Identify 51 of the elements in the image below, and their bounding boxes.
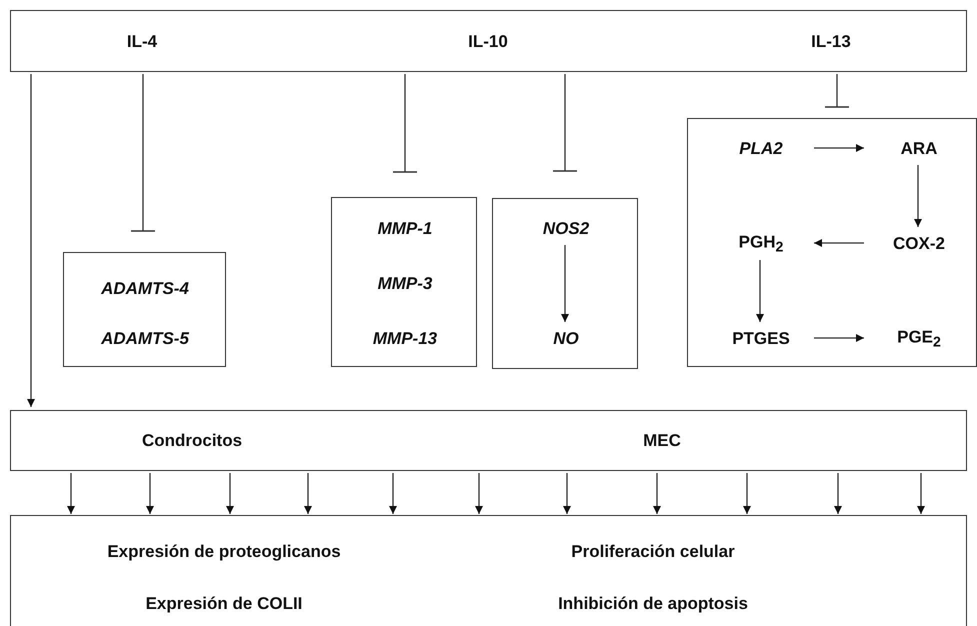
inhibition-line: [824, 74, 850, 108]
node-text: MMP-1: [378, 219, 432, 239]
arrow: [756, 260, 764, 322]
arrow: [917, 473, 925, 514]
node-text: COX-2: [893, 234, 945, 254]
node-text: ADAMTS-5: [101, 329, 189, 349]
arrow: [67, 473, 75, 514]
arrow: [563, 473, 571, 514]
process-box: [331, 197, 477, 367]
node-text: MMP-3: [378, 274, 432, 294]
arrow: [814, 239, 864, 247]
inhibition-line: [130, 74, 156, 232]
process-box: [687, 118, 977, 367]
arrow: [814, 144, 864, 152]
process-box: [10, 10, 967, 72]
node-text: NO: [553, 329, 579, 349]
node-text: ADAMTS-4: [101, 279, 189, 299]
arrow: [653, 473, 661, 514]
arrow: [226, 473, 234, 514]
arrow: [561, 245, 569, 322]
node-text: IL-10: [468, 32, 508, 52]
node-text: IL-4: [126, 32, 158, 52]
process-box: [63, 252, 226, 367]
arrow: [834, 473, 842, 514]
arrow: [146, 473, 154, 514]
arrow: [914, 165, 922, 227]
node-text: IL-13: [811, 32, 851, 52]
node-text: Inhibición de apoptosis: [558, 594, 748, 614]
arrow: [743, 473, 751, 514]
node-text: PTGES: [732, 329, 790, 349]
arrow: [475, 473, 483, 514]
arrow: [814, 334, 864, 342]
node-text: Expresión de proteoglicanos: [107, 542, 341, 562]
node-text: PLA2: [739, 139, 783, 159]
node-text: Condrocitos: [142, 431, 242, 451]
arrow: [304, 473, 312, 514]
node-text: NOS2: [542, 219, 590, 239]
node-text: PGH$_{2}$: [738, 232, 784, 256]
process-box: [492, 198, 638, 369]
arrow: [27, 74, 35, 407]
node-text: MEC: [643, 431, 681, 451]
arrow: [389, 473, 397, 514]
node-text: Proliferación celular: [571, 542, 735, 562]
process-box: [10, 410, 967, 471]
inhibition-line: [392, 74, 418, 173]
node-text: Expresión de COLII: [146, 594, 302, 614]
node-text: MMP-13: [372, 329, 438, 349]
node-text: ARA: [900, 139, 938, 159]
node-text: PGE$_{2}$: [897, 327, 941, 351]
inhibition-line: [552, 74, 578, 172]
process-box: [10, 515, 967, 626]
